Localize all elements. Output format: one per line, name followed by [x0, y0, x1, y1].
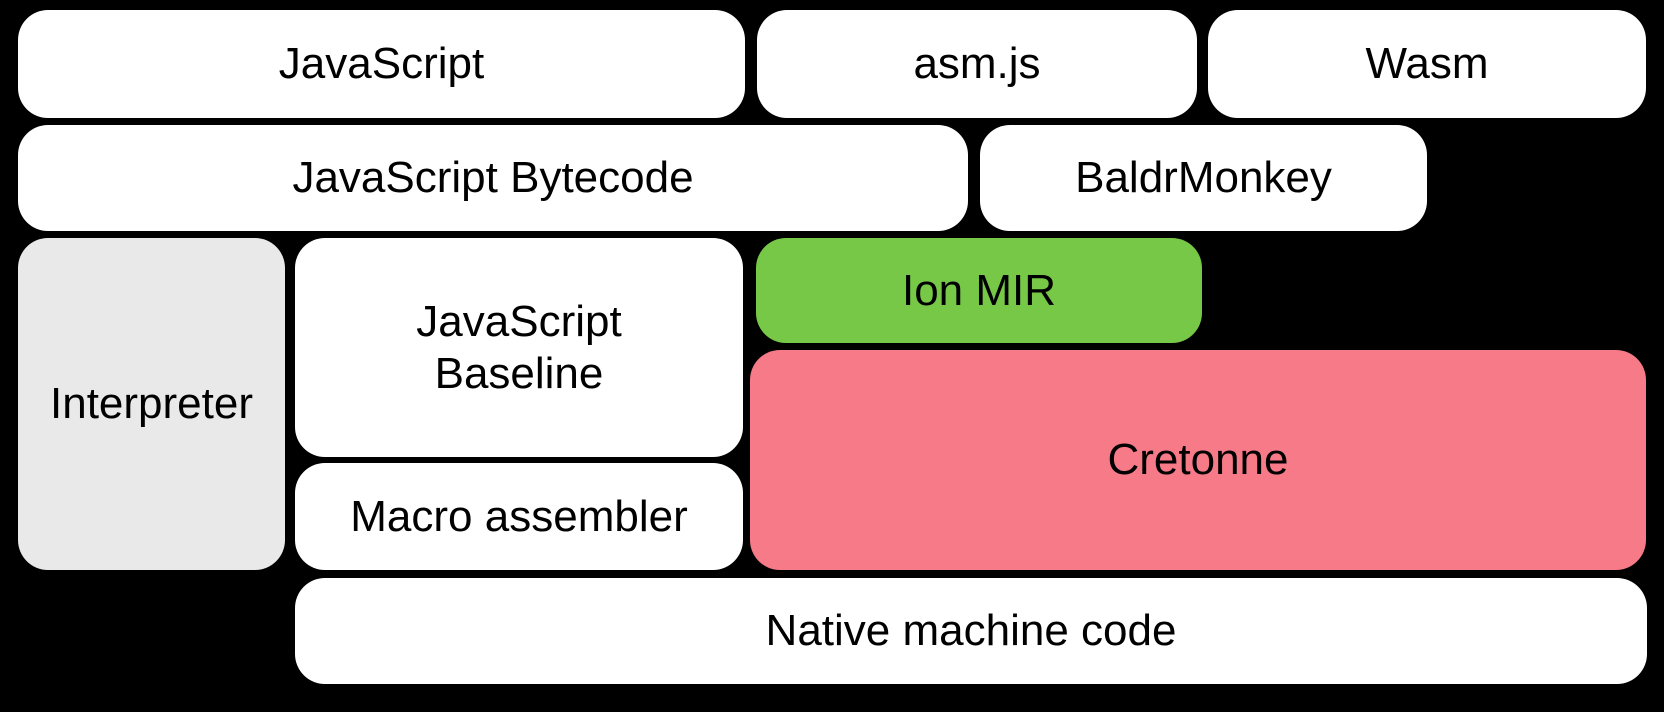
node-macro-assembler-label: Macro assembler	[350, 491, 688, 541]
node-ion-mir-label: Ion MIR	[901, 265, 1057, 315]
node-ion-mir: Ion MIR	[756, 238, 1202, 343]
node-javascript-bytecode-label: JavaScript Bytecode	[292, 153, 694, 203]
node-native-machine-code: Native machine code	[295, 578, 1647, 684]
node-asmjs-label: asm.js	[913, 39, 1041, 89]
node-native-machine-code-label: Native machine code	[765, 606, 1177, 656]
node-javascript-baseline: JavaScript Baseline	[295, 238, 743, 457]
node-javascript-label: JavaScript	[278, 39, 485, 89]
node-javascript-baseline-label: JavaScript Baseline	[416, 296, 622, 398]
node-cretonne-label: Cretonne	[1107, 435, 1289, 485]
node-interpreter: Interpreter	[18, 238, 285, 570]
node-interpreter-label: Interpreter	[50, 379, 253, 429]
node-wasm: Wasm	[1208, 10, 1646, 118]
node-macro-assembler: Macro assembler	[295, 463, 743, 570]
node-wasm-label: Wasm	[1365, 39, 1489, 89]
node-baldrmonkey-label: BaldrMonkey	[1075, 153, 1332, 203]
node-javascript: JavaScript	[18, 10, 745, 118]
node-cretonne: Cretonne	[750, 350, 1646, 570]
node-asmjs: asm.js	[757, 10, 1197, 118]
node-javascript-bytecode: JavaScript Bytecode	[18, 125, 968, 231]
node-baldrmonkey: BaldrMonkey	[980, 125, 1427, 231]
